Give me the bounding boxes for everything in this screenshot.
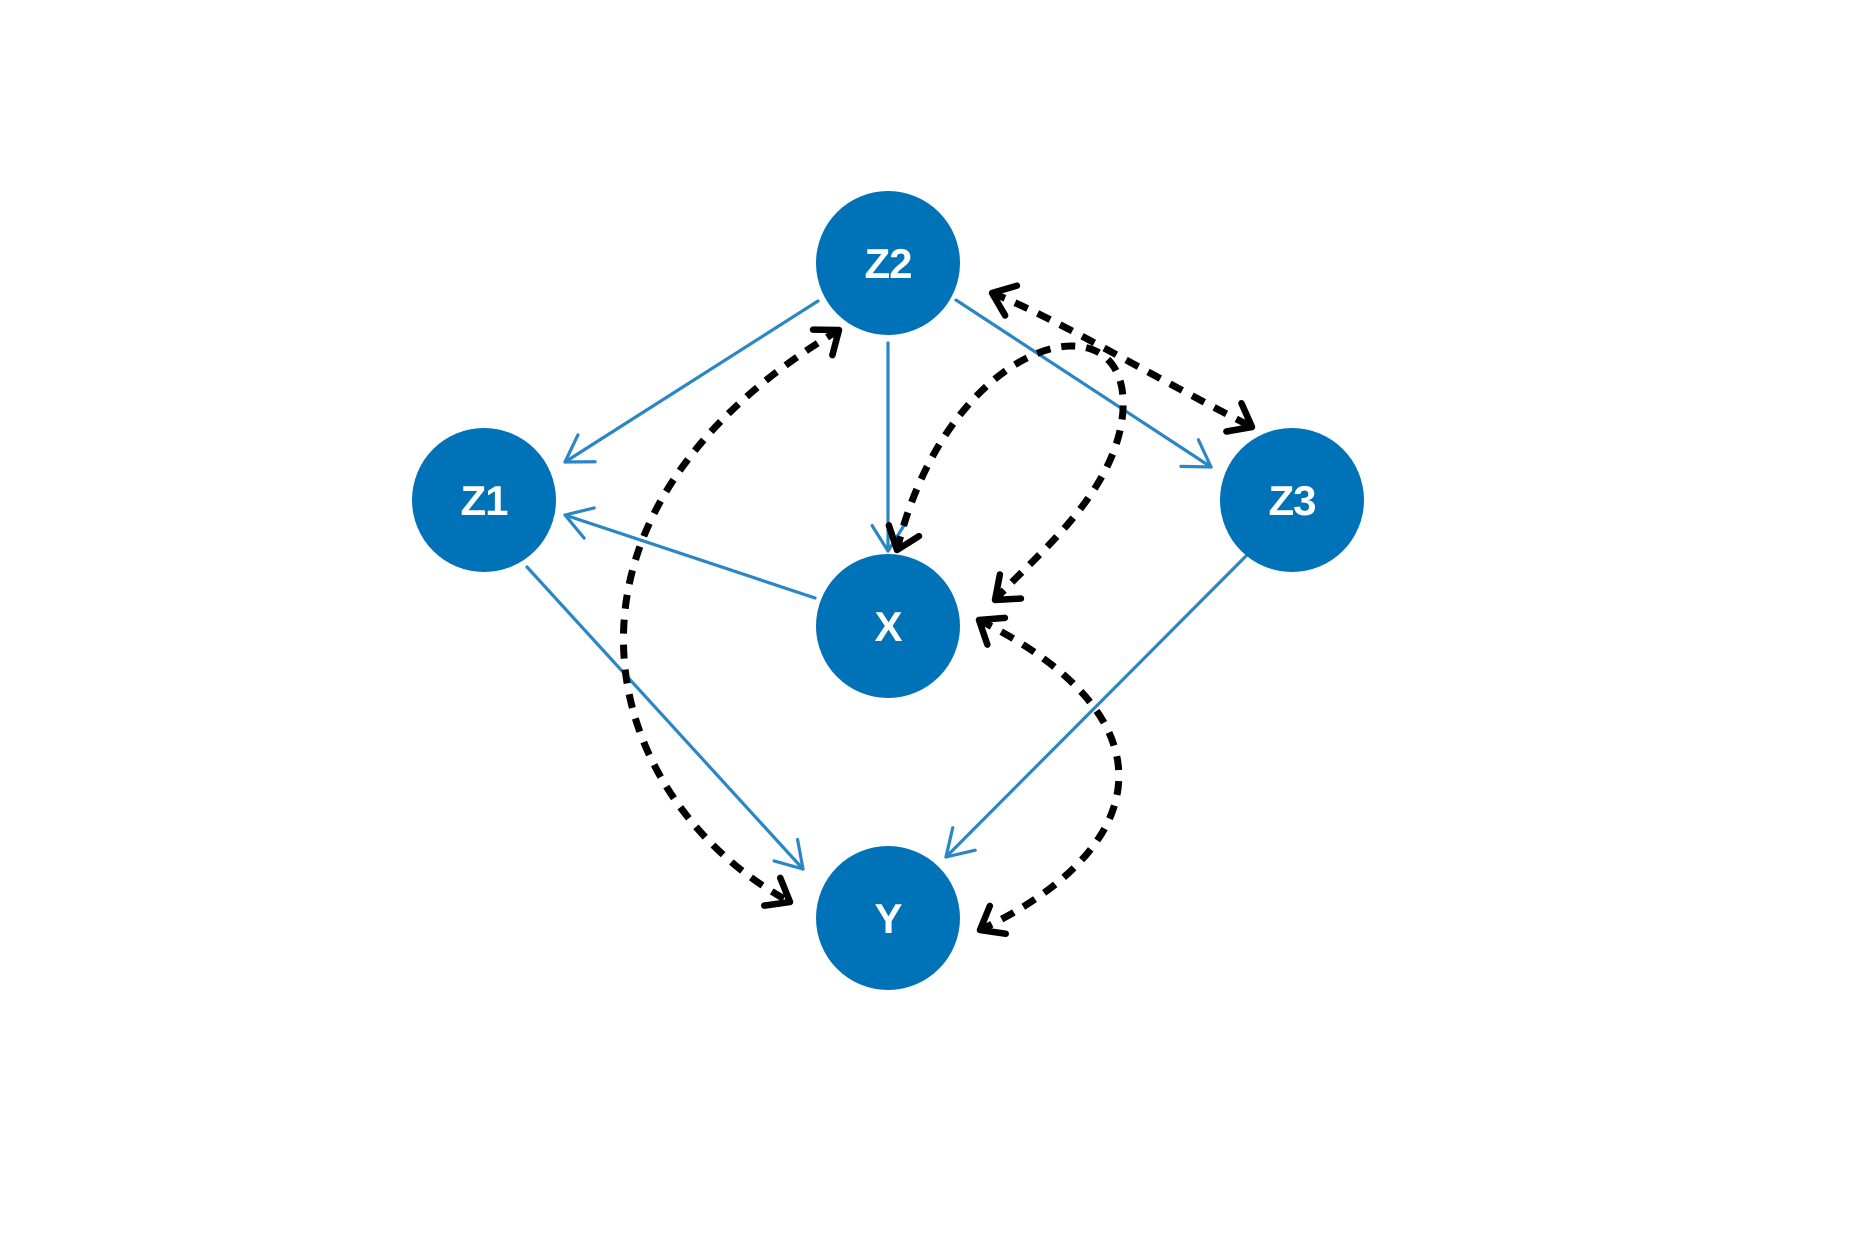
directed-edge-line	[944, 554, 1248, 859]
bidirected-dashed-edge	[893, 342, 1127, 603]
node-y: Y	[816, 846, 960, 990]
node-label: Z1	[460, 477, 508, 524]
edge-z1-to-y	[525, 565, 805, 871]
directed-edge-line	[563, 299, 820, 464]
edge-z2-to-z3	[954, 298, 1213, 469]
bidirected-dashed-edge	[620, 326, 841, 906]
directed-edge-line	[563, 513, 817, 600]
node-circle	[816, 554, 960, 698]
confounding-x-y	[975, 614, 1123, 937]
node-z3: Z3	[1220, 428, 1364, 572]
node-z2: Z2	[816, 191, 960, 335]
node-x: X	[816, 554, 960, 698]
confounding-z2-z3	[988, 282, 1256, 435]
arrowhead-icon	[885, 522, 923, 554]
confounding-z2-y	[620, 326, 843, 909]
arrowhead-icon	[761, 874, 794, 909]
directed-edge-line	[954, 298, 1213, 469]
node-circle	[816, 191, 960, 335]
edge-z3-to-y	[944, 554, 1248, 859]
node-label: Z3	[1268, 477, 1315, 524]
arrowhead-icon	[1223, 399, 1256, 435]
directed-edge-line	[525, 565, 805, 871]
arrowhead-icon	[988, 282, 1021, 319]
bidirected-dashed-edge	[990, 289, 1254, 431]
node-z1: Z1	[412, 428, 556, 572]
node-circle	[412, 428, 556, 572]
arrowhead-icon	[991, 571, 1025, 604]
edge-z2-to-x	[870, 341, 906, 553]
node-label: Z2	[864, 240, 911, 287]
arrowhead-icon	[563, 506, 596, 540]
arrowhead-icon	[975, 614, 1009, 648]
node-circle	[816, 846, 960, 990]
node-circle	[1220, 428, 1364, 572]
bidirected-dashed-edge	[977, 616, 1123, 934]
edges-layer	[525, 282, 1256, 937]
arrowhead-icon	[563, 433, 597, 464]
edge-x-to-z1	[563, 506, 817, 600]
arrowhead-icon	[809, 326, 843, 359]
arrowhead-icon	[944, 826, 977, 859]
node-label: X	[874, 603, 902, 650]
confounding-z2-x	[885, 342, 1127, 604]
arrowhead-icon	[870, 523, 906, 553]
node-label: Y	[874, 895, 902, 942]
arrowhead-icon	[772, 837, 805, 871]
arrowhead-icon	[976, 902, 1009, 937]
arrowhead-icon	[1179, 438, 1213, 469]
edge-z2-to-z1	[563, 299, 820, 464]
